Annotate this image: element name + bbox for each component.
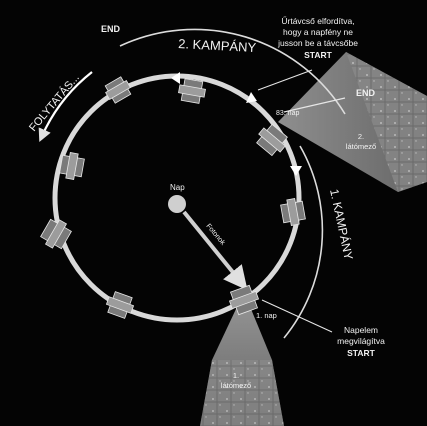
right-end-label: END — [356, 88, 376, 98]
field-1-line1: 1. — [233, 371, 239, 380]
spacecraft-icon — [177, 78, 206, 104]
sun-icon — [168, 195, 186, 213]
spacecraft-icon — [59, 151, 85, 180]
photon-arrow-icon — [184, 212, 240, 281]
rotation-note-line1: Űrtávcső elfordítva, — [281, 16, 354, 26]
campaign-2-label: 2. KAMPÁNY — [178, 36, 257, 55]
rotation-note-line3: jusson be a távcsőbe — [277, 38, 358, 48]
continue-label: FOLYTATÁS... — [26, 71, 82, 134]
day-1-label: 1. nap — [256, 311, 277, 320]
field-2-line2: látómező — [346, 142, 376, 151]
rotation-note-line2: hogy a napfény ne — [283, 27, 353, 37]
panel-line2: megvilágítva — [337, 336, 385, 346]
panel-start-label: START — [347, 348, 376, 358]
campaign-1-label: 1. KAMPÁNY — [327, 188, 357, 262]
top-end-label: END — [101, 24, 121, 34]
sun-label: Nap — [170, 183, 185, 192]
rotation-start-label: START — [304, 50, 333, 60]
field-2-line1: 2. — [358, 132, 364, 141]
spacecraft-icon — [254, 122, 291, 158]
spacecraft-icon — [280, 197, 306, 226]
field-1-line2: látómező — [221, 381, 251, 390]
start-pointer-line — [258, 70, 312, 90]
day-83-label: 83. nap — [276, 110, 299, 117]
panel-line1: Napelem — [344, 325, 378, 335]
spacecraft-icon — [104, 290, 136, 320]
